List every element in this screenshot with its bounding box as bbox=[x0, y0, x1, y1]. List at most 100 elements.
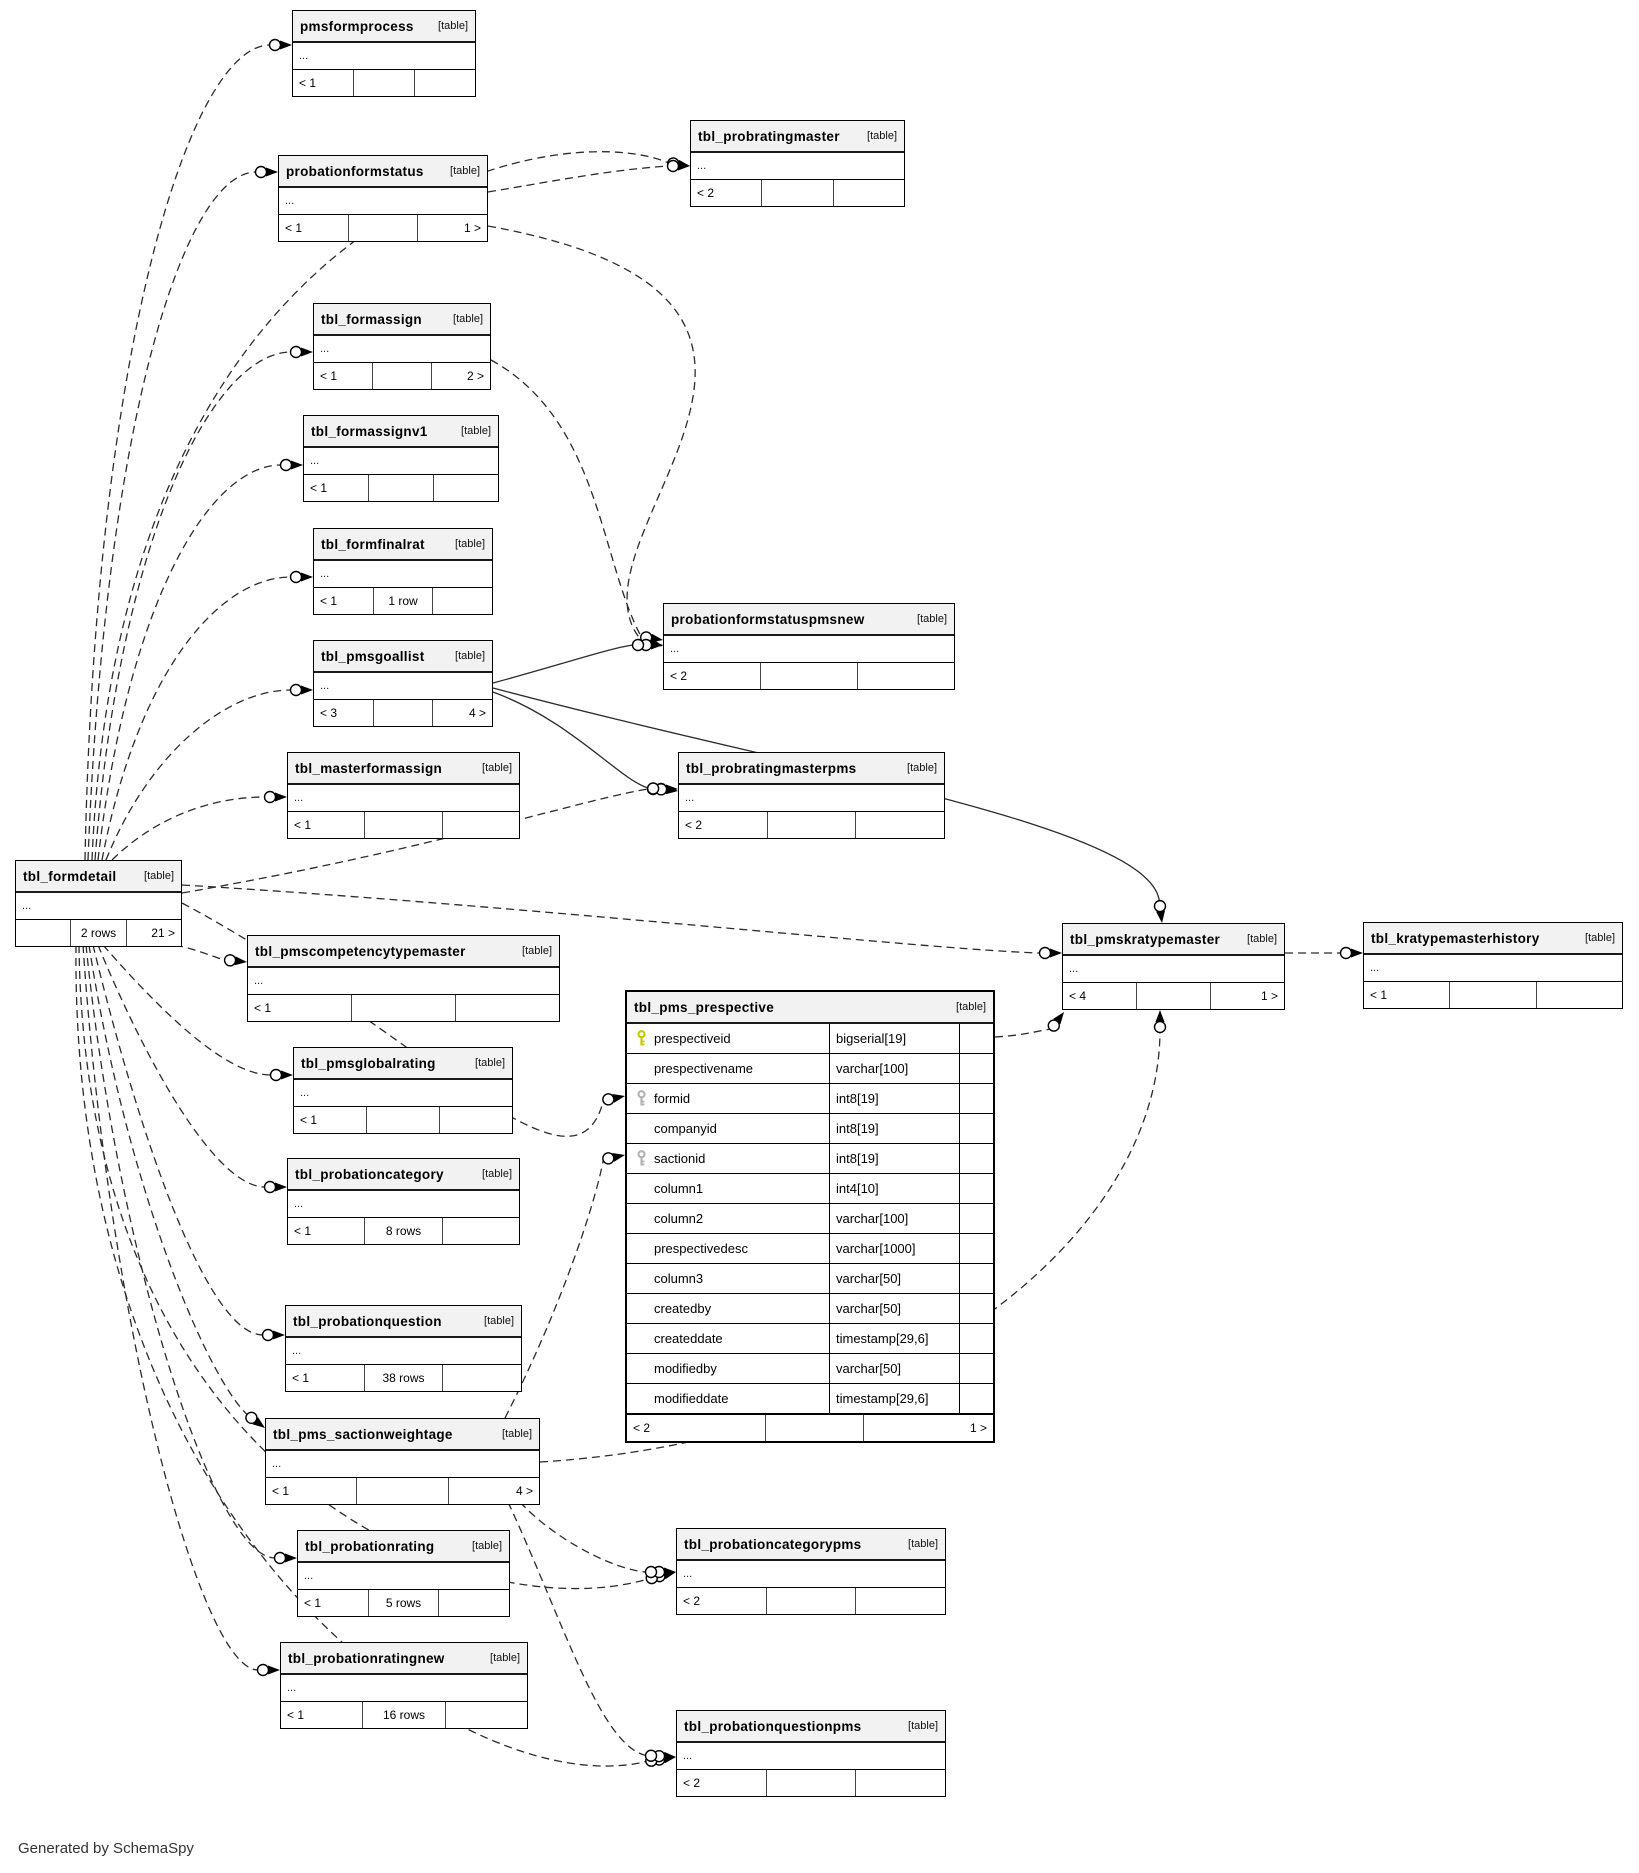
table-name[interactable]: tbl_probratingmasterpms bbox=[686, 760, 857, 776]
table-node-tbl_probratingmaster[interactable]: tbl_probratingmaster[table]...< 2 bbox=[690, 120, 905, 207]
table-header[interactable]: tbl_probationquestionpms[table] bbox=[677, 1711, 945, 1743]
table-name[interactable]: tbl_pmskratypemaster bbox=[1070, 931, 1221, 947]
table-node-probationformstatuspmsnew[interactable]: probationformstatuspmsnew[table]...< 2 bbox=[663, 603, 955, 690]
table-name[interactable]: tbl_pms_prespective bbox=[634, 999, 775, 1015]
table-name[interactable]: tbl_probationquestionpms bbox=[684, 1718, 862, 1734]
footer-cell: < 4 bbox=[1069, 989, 1087, 1003]
table-tag: [table] bbox=[455, 538, 485, 550]
footer-cell bbox=[857, 663, 954, 689]
table-header[interactable]: tbl_kratypemasterhistory[table] bbox=[1364, 923, 1622, 955]
table-name[interactable]: tbl_probationcategory bbox=[295, 1166, 444, 1182]
table-header[interactable]: tbl_formassign[table] bbox=[314, 304, 490, 336]
arrowhead-icon bbox=[301, 685, 313, 695]
table-name[interactable]: tbl_probationquestion bbox=[293, 1313, 442, 1329]
table-header[interactable]: tbl_formdetail[table] bbox=[16, 861, 181, 893]
footer-cell bbox=[356, 1478, 447, 1504]
table-name[interactable]: tbl_formassignv1 bbox=[311, 423, 428, 439]
table-name[interactable]: tbl_probationcategorypms bbox=[684, 1536, 862, 1552]
table-name[interactable]: tbl_pms_sactionweightage bbox=[273, 1426, 453, 1442]
footer-cell bbox=[366, 1107, 439, 1133]
edge-tbl_formdetail-to-tbl_formassign bbox=[94, 345, 313, 861]
table-header[interactable]: tbl_masterformassign[table] bbox=[288, 753, 519, 785]
table-name[interactable]: tbl_formassign bbox=[321, 311, 422, 327]
columns-ellipsis: ... bbox=[677, 1743, 945, 1770]
column-type: varchar[100] bbox=[830, 1204, 960, 1233]
table-header[interactable]: tbl_pms_sactionweightage[table] bbox=[266, 1419, 539, 1451]
table-name[interactable]: probationformstatus bbox=[286, 163, 424, 179]
column-type: varchar[50] bbox=[830, 1294, 960, 1323]
column-type: int8[19] bbox=[830, 1084, 960, 1113]
table-name[interactable]: probationformstatuspmsnew bbox=[671, 611, 865, 627]
column-name: column3 bbox=[654, 1271, 704, 1286]
table-name[interactable]: pmsformprocess bbox=[300, 18, 414, 34]
table-node-tbl_pmscompetencytypemaster[interactable]: tbl_pmscompetencytypemaster[table]...< 1 bbox=[247, 935, 560, 1022]
table-header[interactable]: probationformstatuspmsnew[table] bbox=[664, 604, 954, 636]
edge-tbl_formdetail-to-tbl_formassignv1 bbox=[97, 458, 303, 861]
table-name[interactable]: tbl_probationrating bbox=[305, 1538, 435, 1554]
cardinality-circle-icon bbox=[245, 1411, 258, 1425]
table-header[interactable]: tbl_pmskratypemaster[table] bbox=[1063, 924, 1284, 956]
column-name: sactionid bbox=[654, 1151, 706, 1166]
table-header[interactable]: probationformstatus[table] bbox=[279, 156, 487, 188]
table-name[interactable]: tbl_formdetail bbox=[23, 868, 117, 884]
table-node-tbl_kratypemasterhistory[interactable]: tbl_kratypemasterhistory[table]...< 1 bbox=[1363, 922, 1623, 1009]
table-header[interactable]: tbl_formfinalrat [table] bbox=[314, 529, 492, 561]
table-node-tbl_probationcategorypms[interactable]: tbl_probationcategorypms[table]...< 2 bbox=[676, 1528, 946, 1615]
columns-ellipsis: ... bbox=[281, 1675, 527, 1702]
arrowhead-icon bbox=[301, 572, 313, 582]
table-header[interactable]: tbl_probationratingnew[table] bbox=[281, 1643, 527, 1675]
table-header[interactable]: tbl_probationcategorypms[table] bbox=[677, 1529, 945, 1561]
table-name[interactable]: tbl_kratypemasterhistory bbox=[1371, 930, 1540, 946]
columns-ellipsis: ... bbox=[288, 1191, 519, 1218]
edge-tbl_formdetail-to-pmsformprocess bbox=[84, 38, 292, 861]
table-header[interactable]: pmsformprocess[table] bbox=[293, 11, 475, 43]
table-node-pmsformprocess[interactable]: pmsformprocess[table]...< 1 bbox=[292, 10, 476, 97]
footer-cell bbox=[832, 180, 904, 206]
table-node-tbl_formassignv1[interactable]: tbl_formassignv1[table]...< 1 bbox=[303, 415, 499, 502]
footer-cell bbox=[414, 70, 475, 96]
column-type: varchar[50] bbox=[830, 1264, 960, 1293]
table-name[interactable]: tbl_probationratingnew bbox=[288, 1650, 445, 1666]
table-header[interactable]: tbl_pmscompetencytypemaster[table] bbox=[248, 936, 559, 968]
table-header[interactable]: tbl_probationrating[table] bbox=[298, 1531, 509, 1563]
table-name[interactable]: tbl_masterformassign bbox=[295, 760, 443, 776]
edge-tbl_pms_sactionweightage-to-tbl_probationquestionpms bbox=[507, 1501, 676, 1763]
table-header[interactable]: tbl_formassignv1[table] bbox=[304, 416, 498, 448]
edge-tbl_formdetail-to-tbl_probationquestion bbox=[92, 944, 285, 1342]
table-header[interactable]: tbl_pms_prespective[table] bbox=[627, 992, 993, 1024]
table-header[interactable]: tbl_probationcategory[table] bbox=[288, 1159, 519, 1191]
table-node-tbl_probationquestionpms[interactable]: tbl_probationquestionpms[table]...< 2 bbox=[676, 1710, 946, 1797]
table-header[interactable]: tbl_probratingmasterpms[table] bbox=[679, 753, 944, 785]
table-header[interactable]: tbl_probationquestion[table] bbox=[286, 1306, 521, 1338]
table-header[interactable]: tbl_pmsglobalrating[table] bbox=[294, 1048, 512, 1080]
cardinality-circle-icon bbox=[254, 165, 268, 179]
table-header[interactable]: tbl_probratingmaster[table] bbox=[691, 121, 904, 153]
footer-cell bbox=[760, 663, 857, 689]
table-name[interactable]: tbl_pmsgoallist bbox=[321, 648, 425, 664]
table-name[interactable]: tbl_pmsglobalrating bbox=[301, 1055, 436, 1071]
table-node-tbl_masterformassign[interactable]: tbl_masterformassign[table]...< 1 bbox=[287, 752, 520, 839]
table-node-tbl_pmsglobalrating[interactable]: tbl_pmsglobalrating[table]...< 1 bbox=[293, 1047, 513, 1134]
footer-cell bbox=[433, 475, 498, 501]
table-name[interactable]: tbl_pmscompetencytypemaster bbox=[255, 943, 466, 959]
edge-tbl_formdetail-to-tbl_probationrating bbox=[85, 944, 297, 1565]
table-name[interactable]: tbl_formfinalrat bbox=[321, 536, 425, 552]
cardinality-circle-icon bbox=[666, 159, 680, 173]
table-name[interactable]: tbl_probratingmaster bbox=[698, 128, 840, 144]
edge-tbl_formdetail-to-tbl_formfinalrat bbox=[101, 570, 313, 861]
table-node-tbl_probratingmasterpms[interactable]: tbl_probratingmasterpms[table]...< 2 bbox=[678, 752, 945, 839]
table-header[interactable]: tbl_pmsgoallist[table] bbox=[314, 641, 492, 673]
